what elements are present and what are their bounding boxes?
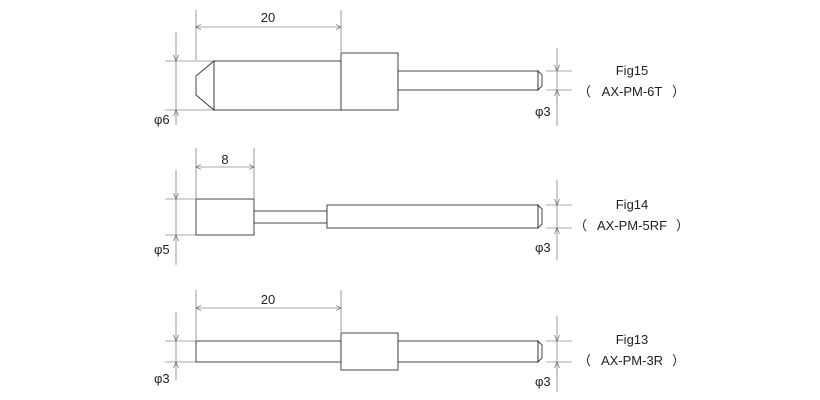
part-close-paren: ） [672,353,685,368]
top-dimension-value: 8 [221,152,228,167]
part-number: AX-PM-6T [602,84,663,99]
top-dimension-line [195,148,255,198]
collar [340,332,399,371]
left-diameter-dimension [165,312,196,380]
part-close-paren: ） [676,218,689,233]
left-diameter-dimension [165,32,214,125]
rear-chamfer [537,69,543,92]
part-open-paren: （ [578,84,591,99]
pin-body [195,332,543,371]
collar [340,52,399,111]
rear-chamfer [537,339,543,364]
right-diameter-value: φ3 [535,240,551,255]
part-close-paren: ） [672,84,685,99]
figure-13: 20 φ3 φ3 Fig13 （ AX-P [154,290,685,392]
rear-shaft [326,204,539,229]
part-open-paren: （ [578,353,591,368]
top-dimension-line [195,10,342,60]
left-diameter-dimension [165,170,196,265]
figure-14: 8 φ5 φ3 Fig14 （ AX-PM [154,148,689,265]
figure-number: Fig14 [616,197,649,212]
rear-shaft [397,340,539,363]
left-diameter-value: φ5 [154,242,170,257]
neck-shaft [253,210,328,224]
part-open-paren: （ [574,218,587,233]
rear-chamfer [537,203,543,230]
top-dimension-line [195,290,342,340]
head-block [195,198,255,236]
rear-shaft [397,70,539,91]
top-dimension-value: 20 [261,292,275,307]
figure-number: Fig15 [616,63,649,78]
right-diameter-dimension [546,316,572,392]
left-diameter-value: φ6 [154,112,170,127]
part-number: AX-PM-5RF [597,218,667,233]
figure-15: 20 φ6 φ3 Fig15 [154,10,685,127]
part-number: AX-PM-3R [601,353,663,368]
left-diameter-value: φ3 [154,371,170,386]
right-diameter-value: φ3 [535,374,551,389]
figure-number: Fig13 [616,332,649,347]
pin-body [195,52,543,111]
pin-body [195,198,543,236]
right-diameter-dimension [546,48,572,126]
front-shaft [195,340,342,363]
right-diameter-dimension [546,180,572,260]
front-shaft [213,60,342,111]
conical-tip [195,60,215,111]
top-dimension-value: 20 [261,10,275,25]
right-diameter-value: φ3 [535,104,551,119]
